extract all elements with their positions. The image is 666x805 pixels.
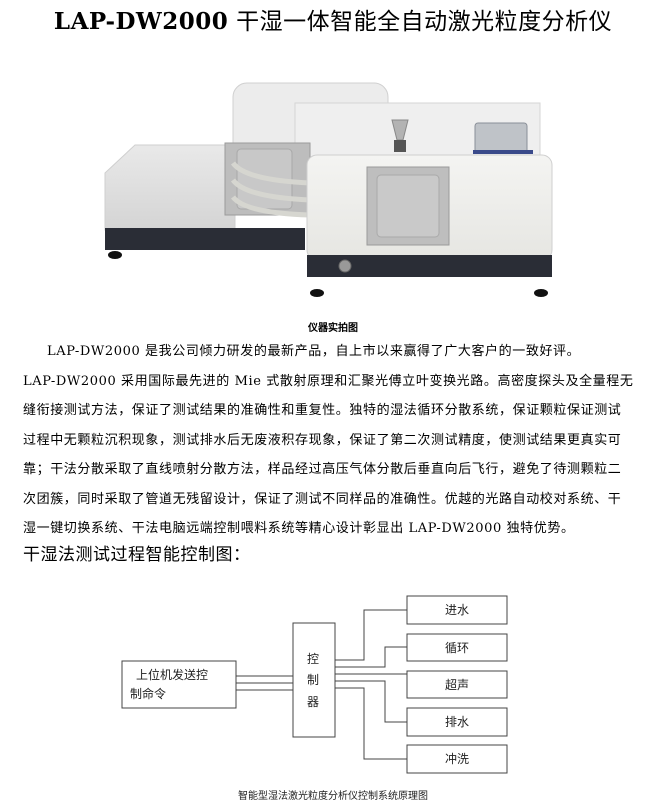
control-diagram: 上位机发送控 制命令 控 制 器 进水 循环 超声 排水 冲洗 [121, 595, 508, 774]
source-line1: 上位机发送控 [136, 667, 208, 682]
title-text: 干湿一体智能全自动激光粒度分析仪 [228, 9, 613, 35]
source-line2: 制命令 [130, 686, 166, 701]
output-box-inlet [406, 595, 508, 625]
controller-box [292, 622, 336, 738]
intro-paragraph: LAP-DW2000 是我公司倾力研发的最新产品，自上市以来赢得了广大客户的一致… [23, 337, 643, 544]
intro-line: LAP-DW2000 是我公司倾力研发的最新产品，自上市以来赢得了广大客户的一致… [47, 344, 581, 359]
source-box [121, 660, 237, 709]
svg-text:器: 器 [307, 695, 319, 709]
svg-text:排水: 排水 [445, 715, 469, 729]
intro-line: LAP-DW2000 采用国际最先进的 Mie 式散射原理和汇聚光傅立叶变换光路… [23, 373, 634, 389]
intro-line: 缝衔接测试方法，保证了测试结果的准确性和重复性。独特的湿法循环分散系统，保证颗粒… [23, 403, 622, 418]
intro-line: 次团簇，同时采取了管道无残留设计，保证了测试不同样品的准确性。优越的光路自动校对… [23, 491, 622, 507]
diagram-caption: 智能型湿法激光粒度分析仪控制系统原理图 [238, 791, 428, 802]
instrument-photo [104, 82, 553, 297]
title-model: LAP-DW2000 [53, 8, 229, 35]
svg-text:循环: 循环 [445, 641, 469, 655]
svg-text:控: 控 [307, 652, 319, 666]
output-box-ultrasonic [406, 670, 508, 699]
section-heading: 干湿法测试过程智能控制图： [23, 545, 251, 565]
svg-text:制: 制 [307, 673, 319, 687]
page-title: LAP-DW2000 干湿一体智能全自动激光粒度分析仪 [0, 2, 666, 36]
svg-text:进水: 进水 [445, 603, 469, 617]
intro-line: 靠；干法分散采取了直线喷射分散方法，样品经过高压气体分散后垂直向后飞行，避免了待… [23, 462, 622, 477]
intro-line: 湿一键切换系统、干法电脑远端控制喂料系统等精心设计彰显出 LAP-DW2000 … [23, 521, 575, 536]
output-box-drain [406, 707, 508, 737]
intro-line: 过程中无颗粒沉积现象，测试排水后无废液积存现象，保证了第二次测试精度，使测试结果… [23, 432, 622, 448]
svg-text:超声: 超声 [445, 677, 469, 692]
photo-caption: 仪器实拍图 [308, 323, 358, 334]
svg-text:冲洗: 冲洗 [445, 751, 469, 766]
